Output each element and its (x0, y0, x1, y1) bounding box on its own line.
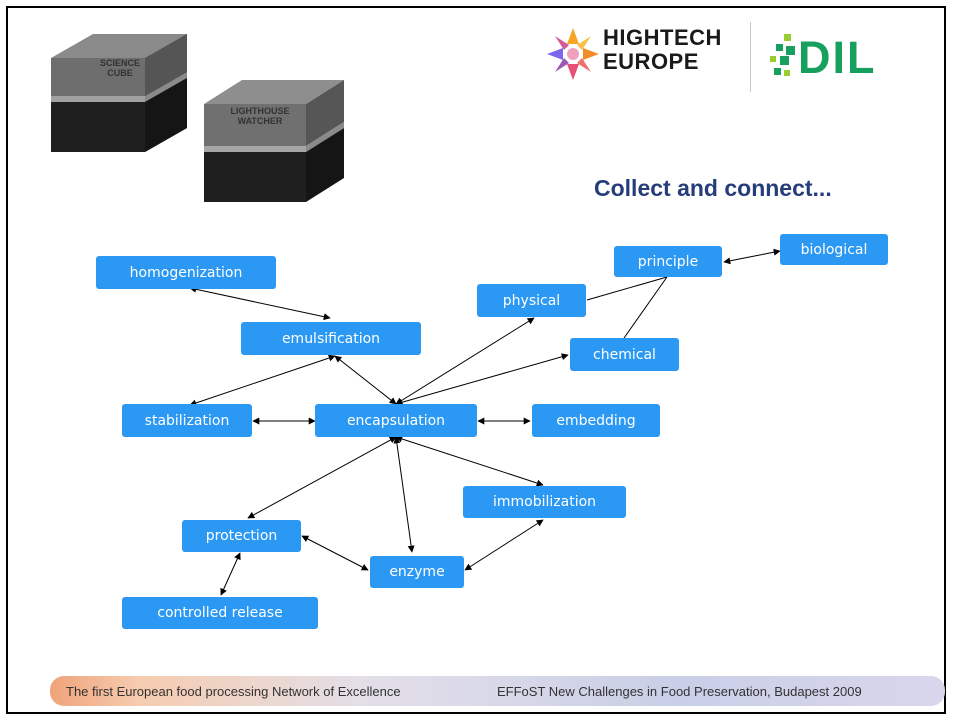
science-cube-image: SCIENCE CUBE (45, 28, 195, 158)
node-homogenization: homogenization (96, 256, 276, 289)
edge-principle-biological (723, 248, 781, 265)
hightech-line2: EUROPE (603, 49, 699, 74)
edge-emulsification-stabilization (189, 354, 336, 407)
lighthouse-watcher-label: LIGHTHOUSE WATCHER (230, 106, 290, 126)
edge-chemical-principle (623, 276, 668, 339)
node-chemical: chemical (570, 338, 679, 371)
node-protection: protection (182, 520, 301, 552)
science-cube-label: SCIENCE CUBE (99, 58, 140, 78)
logo-divider (750, 22, 751, 92)
hightech-line1: HIGHTECH (603, 25, 722, 50)
node-encapsulation: encapsulation (315, 404, 477, 437)
dil-logo-text: DIL (798, 32, 877, 83)
node-emulsification: emulsification (241, 322, 421, 355)
edge-protection-controlled-release (220, 552, 241, 596)
edge-encapsulation-chemical (395, 353, 569, 406)
slide-frame (6, 6, 946, 714)
dil-logo-mark (768, 30, 798, 86)
node-stabilization: stabilization (122, 404, 252, 437)
footer-left-text: The first European food processing Netwo… (66, 684, 401, 699)
hightech-europe-logo (545, 26, 601, 82)
edge-physical-principle (586, 276, 668, 301)
edge-protection-enzyme (301, 535, 369, 571)
node-biological: biological (780, 234, 888, 265)
footer-bar (50, 676, 945, 706)
lighthouse-watcher-image: LIGHTHOUSE WATCHER (200, 72, 350, 207)
slide-heading: Collect and connect... (594, 175, 832, 201)
footer-right-text: EFFoST New Challenges in Food Preservati… (497, 684, 862, 699)
edge-encapsulation-enzyme (393, 436, 415, 553)
node-immobilization: immobilization (463, 486, 626, 518)
node-embedding: embedding (532, 404, 660, 437)
edge-homogenization-emulsification (189, 285, 331, 321)
node-controlled-release: controlled release (122, 597, 318, 629)
node-physical: physical (477, 284, 586, 317)
hightech-europe-text: HIGHTECH EUROPE (603, 26, 722, 74)
edge-encapsulation-protection (247, 436, 397, 519)
node-principle: principle (614, 246, 722, 277)
edge-emulsification-encapsulation (334, 355, 397, 405)
node-enzyme: enzyme (370, 556, 464, 588)
edge-immobilization-enzyme (464, 519, 544, 571)
edge-encapsulation-immobilization (395, 435, 544, 487)
